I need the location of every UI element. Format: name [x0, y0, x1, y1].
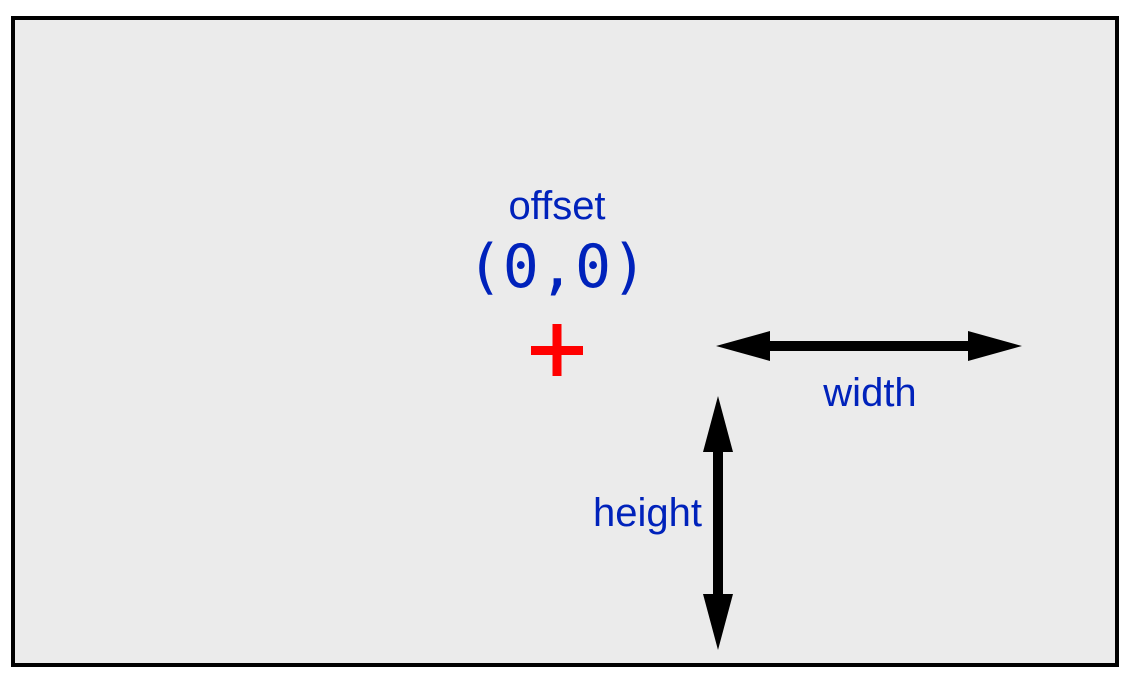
- plus-icon: [531, 324, 583, 376]
- double-headed-horizontal-arrow-icon: [716, 331, 1022, 361]
- origin-coordinate-label: (0,0): [467, 232, 648, 302]
- height-label: height: [593, 491, 702, 535]
- offset-label: offset: [508, 184, 605, 228]
- width-label: width: [822, 371, 916, 415]
- double-headed-vertical-arrow-icon: [703, 396, 733, 650]
